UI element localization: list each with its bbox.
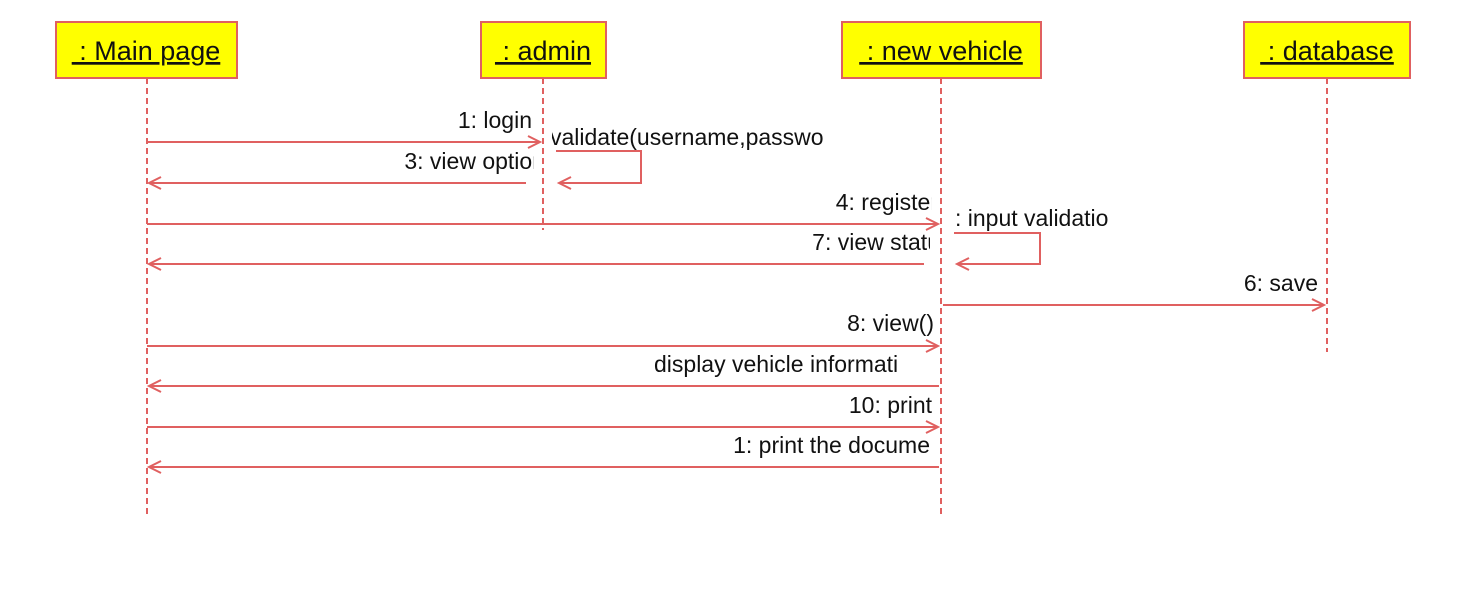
message-label: : input validatio [955,205,1108,231]
message-label: 4: register [836,189,939,215]
message-print-the-document: 1: print the docume [146,432,939,474]
object-main-page: : Main page [55,21,238,79]
message-label: validate(username,passwo [550,124,824,150]
message-label: 8: view() [847,310,934,336]
message-login: 1: login [147,107,543,149]
object-label: : database [1260,36,1394,66]
message-register: 4: register [147,189,941,231]
message-display-vehicle-information: display vehicle informati [146,351,939,393]
message-view: 8: view() [147,310,941,353]
message-label: 10: print [849,392,933,418]
message-print: 10: print [147,392,941,434]
message-view-status: 7: view statu [146,229,940,271]
object-new-vehicle: : new vehicle [841,21,1042,79]
message-label: 3: view option [404,148,545,174]
message-validate: validate(username,passwo [550,124,824,190]
object-admin: : admin [480,21,607,79]
object-database: : database [1243,21,1411,79]
message-save: 6: save [943,270,1327,312]
message-label: display vehicle informati [654,351,898,377]
message-label: 7: view statu [812,229,940,255]
message-label: 1: login [458,107,532,133]
message-label: 6: save [1244,270,1318,296]
object-label: : Main page [72,36,221,66]
object-label: : admin [495,36,591,66]
message-input-validation: : input validatio [954,205,1108,271]
message-view-option: 3: view option [146,148,545,190]
object-label: : new vehicle [859,36,1023,66]
message-label: 1: print the docume [733,432,930,458]
